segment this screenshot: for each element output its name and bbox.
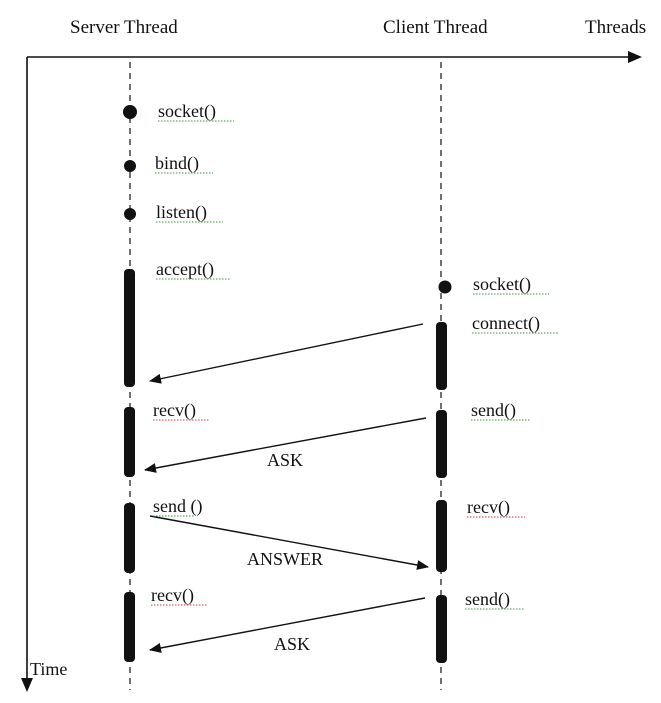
server-activation-accept	[124, 269, 135, 387]
server-socket-dot	[123, 105, 137, 119]
threads-axis-label: Threads	[585, 17, 646, 38]
answer-message-label: ANSWER	[247, 549, 323, 569]
client-send-2-label: send()	[465, 589, 510, 610]
client-recv-label: recv()	[467, 497, 510, 518]
ask-arrow-1	[144, 417, 427, 473]
server-bind-label: bind()	[155, 153, 199, 174]
ask-message-label-1: ASK	[267, 450, 303, 470]
client-socket-dot	[438, 280, 452, 294]
server-thread-header: Server Thread	[70, 17, 178, 38]
ask-message-label-2: ASK	[274, 634, 310, 654]
server-accept-label: accept()	[156, 259, 214, 280]
client-activation-send-1	[436, 410, 447, 478]
client-activation-connect	[436, 322, 447, 390]
client-activation-send-2	[436, 595, 447, 663]
client-thread-header: Client Thread	[383, 17, 488, 38]
client-connect-label: connect()	[472, 313, 540, 334]
server-listen-label: listen()	[156, 202, 207, 223]
server-socket-label: socket()	[158, 101, 216, 122]
time-axis-arrowhead	[21, 678, 33, 692]
server-send-label: send ()	[153, 496, 202, 517]
client-socket-label: socket()	[473, 274, 531, 295]
ask-arrow-2	[149, 597, 426, 653]
client-send-1-label: send()	[471, 400, 516, 421]
server-activation-recv-2	[124, 592, 135, 662]
server-activation-recv-1	[124, 407, 135, 477]
connect-arrow	[149, 323, 424, 384]
server-bind-dot	[124, 160, 136, 172]
answer-arrow	[149, 515, 429, 570]
server-recv-2-label: recv()	[151, 585, 194, 606]
axes	[21, 51, 642, 692]
server-activation-send	[124, 503, 135, 573]
server-recv-1-label: recv()	[153, 400, 196, 421]
client-activation-recv	[436, 500, 447, 572]
time-axis-label: Time	[30, 659, 67, 679]
threads-axis-arrowhead	[628, 51, 642, 63]
server-listen-dot	[124, 208, 136, 220]
